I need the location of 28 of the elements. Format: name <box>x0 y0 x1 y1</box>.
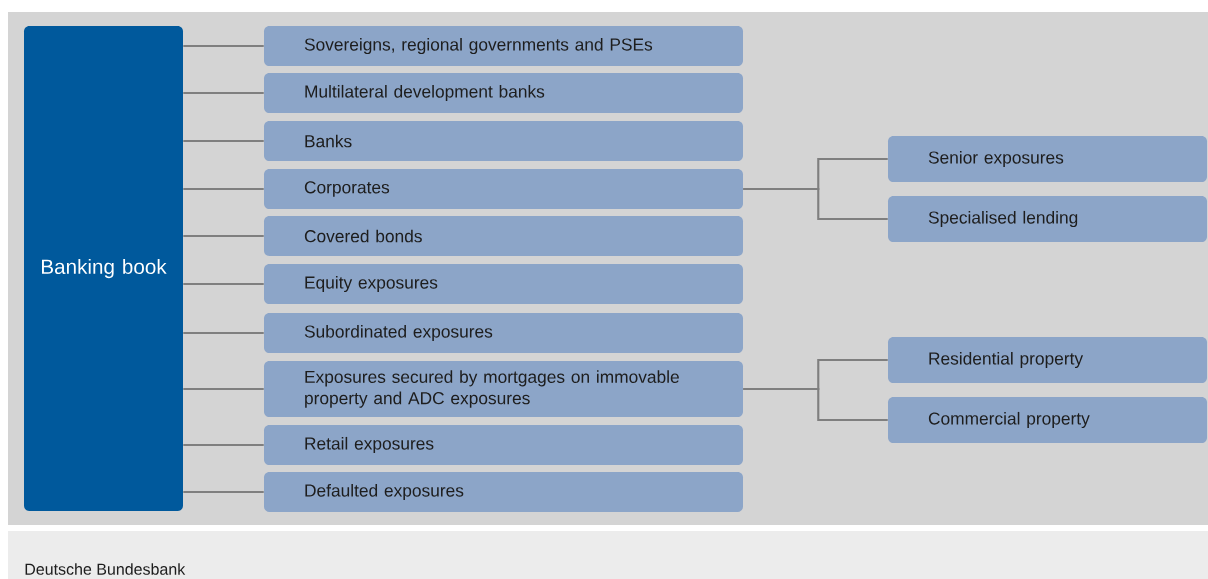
category-box: Sovereigns, regional governments and PSEs <box>264 26 743 66</box>
category-box: Retail exposures <box>264 425 743 465</box>
category-box: Equity exposures <box>264 264 743 304</box>
connector-line <box>183 387 264 391</box>
category-box: Residential property <box>888 337 1207 383</box>
connector-line <box>183 187 264 191</box>
category-box: Subordinated exposures <box>264 313 743 353</box>
category-box: Covered bonds <box>264 216 743 256</box>
connector-line <box>183 91 264 95</box>
source-note: Deutsche Bundesbank <box>25 563 186 575</box>
connector-line <box>183 234 264 238</box>
category-box: Corporates <box>264 169 743 209</box>
connector-line <box>183 44 264 48</box>
category-box: Commercial property <box>888 397 1207 443</box>
category-box: Banks <box>264 121 743 161</box>
connector-line <box>183 282 264 286</box>
connector-line <box>183 139 264 143</box>
category-bar: Banking book <box>24 26 183 511</box>
category-box: Defaulted exposures <box>264 472 743 512</box>
category-box: Exposures secured by mortgages on immovable property and ADC exposures <box>264 361 743 417</box>
connector-line <box>743 387 888 422</box>
category-box: Multilateral development banks <box>264 73 743 113</box>
connector-line <box>183 490 264 494</box>
category-box: Specialised lending <box>888 196 1207 242</box>
connector-line <box>183 443 264 447</box>
connector-line <box>183 331 264 335</box>
category-box: Senior exposures <box>888 136 1207 182</box>
connector-line <box>743 187 888 221</box>
